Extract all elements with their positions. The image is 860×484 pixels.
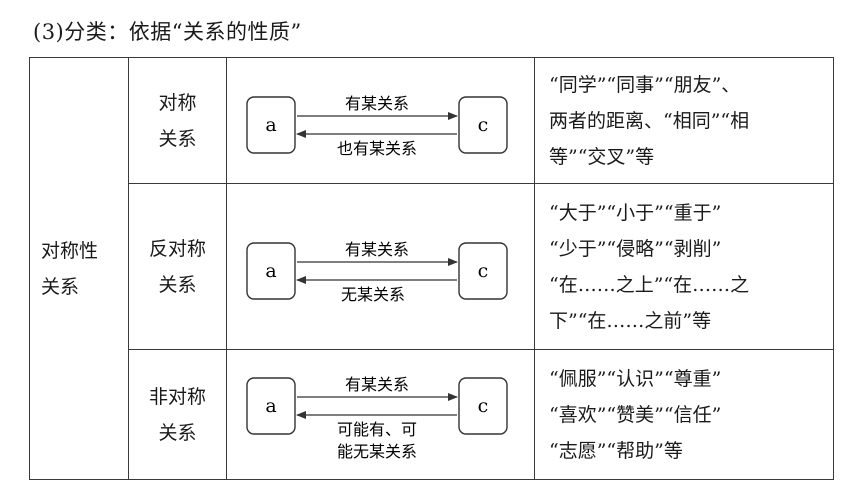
node-a-label: a [265,260,276,282]
category-cell: 对称性 关系 [29,57,129,480]
relation-diagram: a c 有某关系 无某关系 [245,240,508,304]
node-a-box [245,95,296,154]
example-line: “大于”“小于”“重于” [549,201,722,224]
backward-arrow-label: 也有某关系 [336,139,416,158]
example-line: 两者的距离、“相同”“相 [549,109,750,132]
subtype-label-line: 关系 [158,273,197,296]
subtype-cell: 对称 关系 [128,57,227,184]
node-a-box [245,241,296,300]
example-line: 下”“在……之前”等 [549,309,712,332]
subtype-label-line: 对称 [158,91,197,114]
relation-diagram: a c 有某关系 可能有、可 能无某关系 [245,375,508,461]
subtype-label-line: 反对称 [148,237,206,260]
table-row: 反对称 关系 a c 有某关系 无某关系 “大于”“小于”“重于” “少于”“侵… [30,183,834,350]
examples-cell: “大于”“小于”“重于” “少于”“侵略”“剥削” “在……之上”“在……之 下… [534,183,834,350]
example-line: “同学”“同事”“朋友”、 [549,73,741,96]
node-c-label: c [477,114,488,136]
diagram-cell: a c 有某关系 无某关系 [226,183,535,350]
node-c-box [457,241,508,300]
category-label-line: 对称性 [41,239,99,262]
relation-classification-table: 对称性 关系 对称 关系 a c 有某关系 也有某关系 [29,57,834,480]
diagram-cell: a c 有某关系 可能有、可 能无某关系 [226,349,535,480]
node-c-label: c [477,395,488,417]
subtype-label-line: 关系 [158,421,197,444]
example-line: “喜欢”“赞美”“信任” [549,403,722,426]
node-c-box [457,95,508,154]
forward-arrow-label: 有某关系 [344,240,408,259]
example-line: “佩服”“认识”“尊重” [549,367,722,390]
node-c-label: c [477,260,488,282]
relation-diagram: a c 有某关系 也有某关系 [245,94,508,158]
examples-cell: “佩服”“认识”“尊重” “喜欢”“赞美”“信任” “志愿”“帮助”等 [534,349,834,480]
node-c-box [457,376,508,435]
node-a-label: a [265,395,276,417]
category-label-line: 关系 [41,275,80,298]
subtype-label-line: 非对称 [148,385,206,408]
example-line: 等”“交叉”等 [549,145,655,168]
table-row: 非对称 关系 a c 有某关系 可能有、可 能无某关系 “佩服”“认识”“尊重”… [30,349,834,480]
forward-arrow-label: 有某关系 [344,94,408,113]
forward-arrow-label: 有某关系 [344,375,408,394]
examples-cell: “同学”“同事”“朋友”、 两者的距离、“相同”“相 等”“交叉”等 [534,57,834,184]
section-heading: (3)分类：依据“关系的性质” [33,20,302,44]
backward-arrow-label: 无某关系 [340,285,404,304]
subtype-label-line: 关系 [158,127,197,150]
table-row: 对称性 关系 对称 关系 a c 有某关系 也有某关系 [29,57,834,480]
backward-arrow-label: 能无某关系 [336,442,416,461]
backward-arrow-label: 可能有、可 [336,420,416,439]
diagram-cell: a c 有某关系 也有某关系 [226,57,535,184]
subtype-cell: 非对称 关系 [128,349,227,480]
example-line: “少于”“侵略”“剥削” [549,237,722,260]
node-a-box [245,376,296,435]
example-line: “在……之上”“在……之 [549,273,750,296]
subtype-cell: 反对称 关系 [128,183,227,350]
node-a-label: a [265,114,276,136]
example-line: “志愿”“帮助”等 [549,439,683,462]
